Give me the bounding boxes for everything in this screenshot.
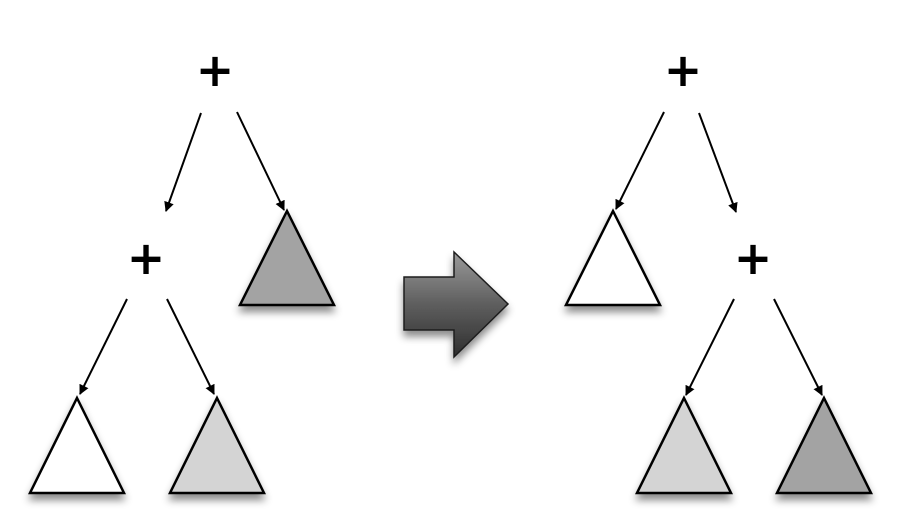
after-tree: + + [563, 43, 874, 495]
before-edge-child-right [166, 298, 215, 395]
before-edge-child-left [79, 298, 128, 395]
after-edge-child-right [773, 298, 823, 396]
after-edge-root-left [615, 111, 665, 210]
after-child-plus: + [734, 231, 773, 285]
after-leaf-white [563, 208, 663, 307]
before-edge-root-right [236, 111, 285, 211]
after-edge-root-right [698, 112, 738, 213]
after-leaf-dark-gray [774, 395, 874, 495]
after-edge-child-left [685, 298, 735, 396]
before-root-plus: + [196, 43, 235, 97]
after-root-plus: + [664, 43, 703, 97]
after-leaf-light-gray [634, 395, 734, 495]
before-leaf-light-gray [167, 395, 267, 495]
before-tree: + + [27, 43, 337, 495]
right-arrow-icon [403, 250, 510, 359]
before-leaf-dark-gray [237, 208, 337, 307]
before-leaf-white [27, 395, 127, 495]
before-edge-root-left [164, 112, 202, 212]
before-child-plus: + [127, 231, 166, 285]
